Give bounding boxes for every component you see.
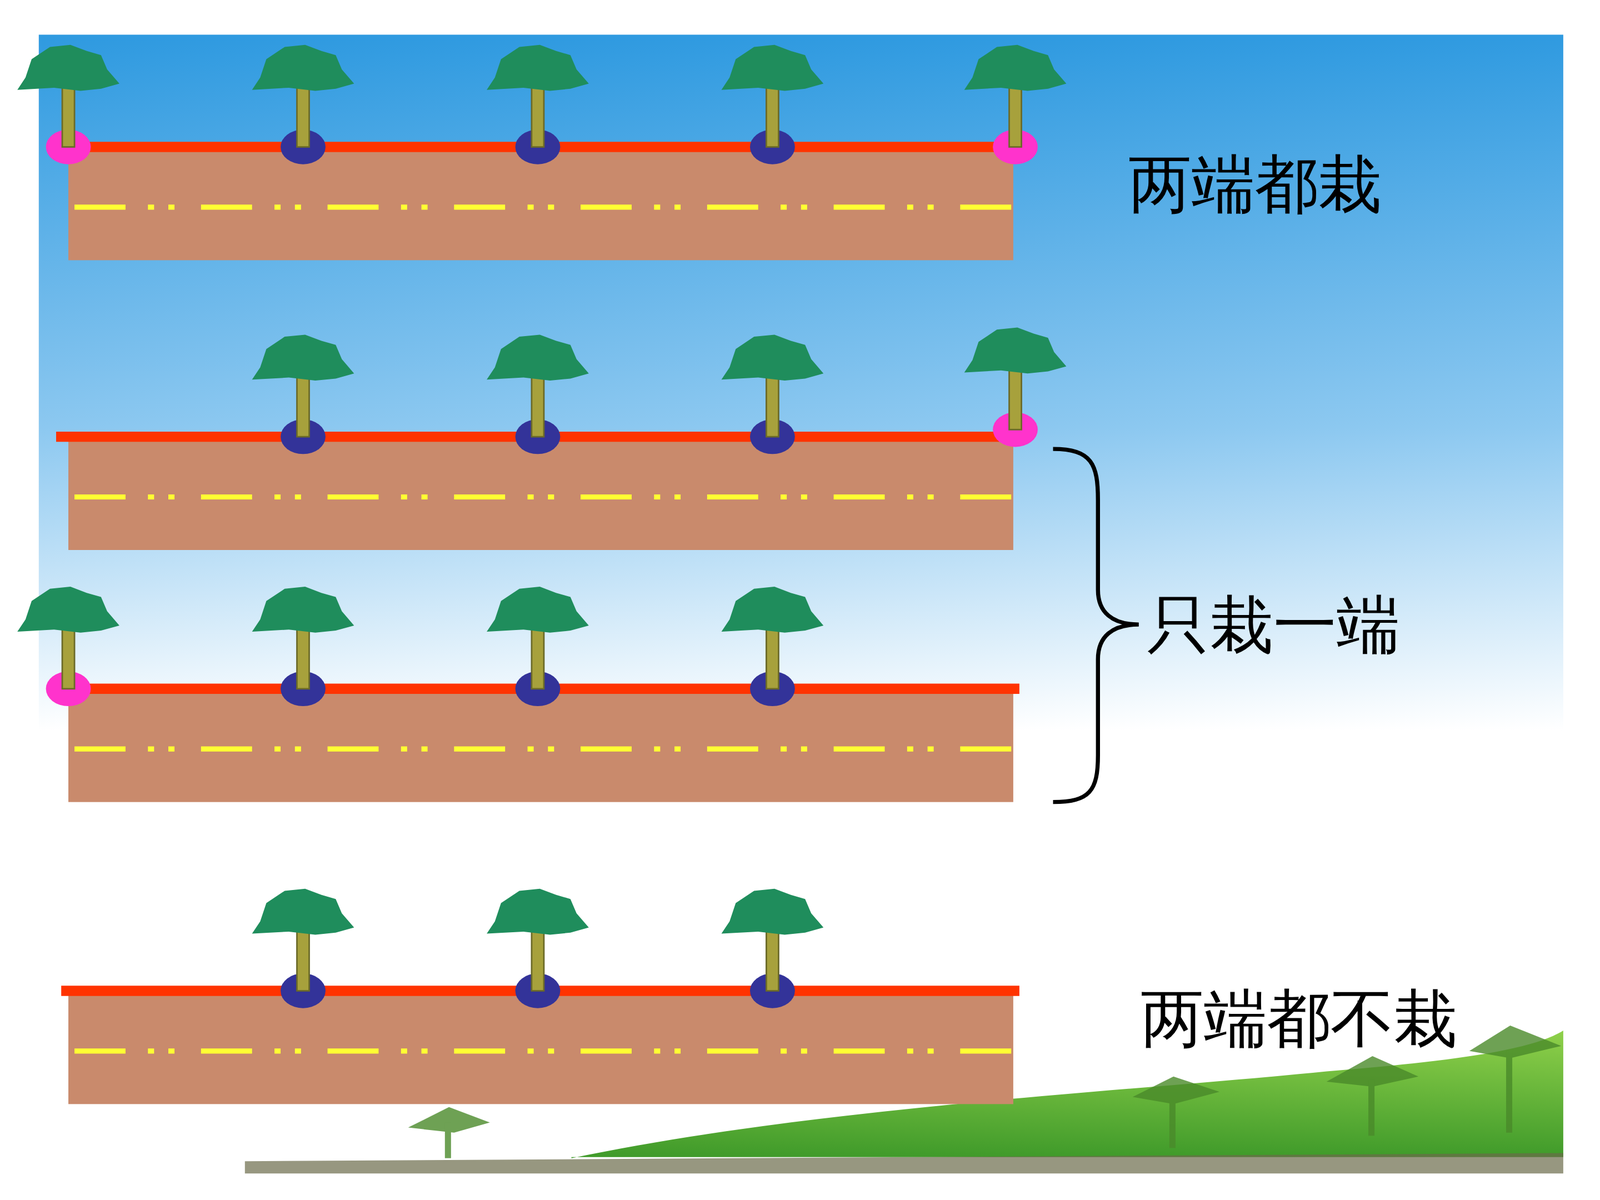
sky-background [38,34,1564,1157]
tree [252,586,355,689]
tree [17,45,120,148]
tree [964,327,1067,430]
curly-brace [1053,448,1139,803]
row-label: 两端都栽 [1128,153,1382,217]
background-trunk [1368,1079,1375,1136]
tree [17,586,120,689]
background-trunk [1506,1051,1513,1133]
ground-strip [245,1153,1564,1174]
tree [721,888,824,992]
tree [721,334,824,437]
tree [721,45,824,148]
background-trunk [1169,1096,1176,1148]
row-label: 只栽一端 [1146,593,1400,658]
background-tree [1132,1076,1220,1105]
tree [721,586,824,689]
tree [252,888,355,992]
tree [486,45,589,148]
tree [252,334,355,437]
tree [486,888,589,992]
tree [486,334,589,437]
tree [252,45,355,148]
tree [486,586,589,689]
background-trunk [445,1122,452,1158]
row-label: 两端都不栽 [1140,987,1457,1052]
tree [964,45,1067,148]
background-tree [1469,1025,1562,1059]
